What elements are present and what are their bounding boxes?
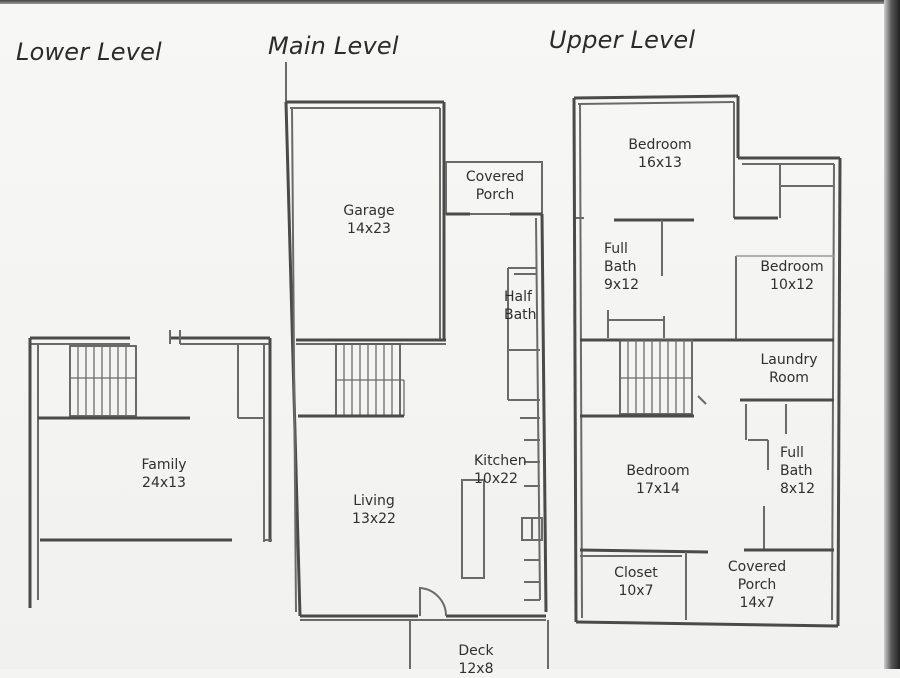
room-garage: Garage 14x23 bbox=[336, 202, 402, 238]
main-stairs bbox=[335, 343, 405, 417]
upper-stairs bbox=[619, 339, 693, 415]
upper-level-plan bbox=[572, 94, 842, 628]
room-closet-name: Closet bbox=[614, 565, 658, 581]
room-kitchen: Kitchen 10x22 bbox=[474, 452, 534, 488]
room-kitchen-dim: 10x22 bbox=[474, 471, 518, 487]
room-living-name: Living bbox=[353, 493, 395, 509]
room-covered-porch-upper-line2: Porch bbox=[737, 577, 777, 593]
room-closet-dim: 10x7 bbox=[618, 583, 654, 599]
room-covered-porch-main-line2: Porch bbox=[475, 187, 515, 203]
room-laundry-line2: Room bbox=[769, 370, 809, 386]
main-level-plan bbox=[284, 62, 549, 669]
room-full-bath-1-line1: Full bbox=[604, 241, 628, 257]
room-garage-dim: 14x23 bbox=[347, 221, 391, 237]
room-half-bath-line2: Bath bbox=[504, 307, 537, 323]
room-full-bath-1-dim: 9x12 bbox=[604, 277, 640, 293]
room-full-bath-2-line1: Full bbox=[780, 445, 804, 461]
main-level-title: Main Level bbox=[268, 32, 399, 60]
room-family: Family 24x13 bbox=[132, 456, 196, 492]
room-family-name: Family bbox=[141, 457, 187, 473]
room-kitchen-name: Kitchen bbox=[474, 453, 527, 469]
room-half-bath-line1: Half bbox=[504, 289, 532, 305]
room-deck-name: Deck bbox=[458, 643, 494, 659]
room-covered-porch-upper-line1: Covered bbox=[727, 559, 787, 575]
room-laundry-line1: Laundry bbox=[760, 352, 818, 368]
room-full-bath-1: Full Bath 9x12 bbox=[604, 240, 648, 294]
paper-top-edge bbox=[0, 0, 900, 4]
paper-right-edge bbox=[884, 0, 900, 669]
lower-level-plan bbox=[28, 330, 272, 608]
room-full-bath-2-line2: Bath bbox=[780, 463, 813, 479]
room-garage-name: Garage bbox=[343, 203, 395, 219]
room-bedroom-1-dim: 16x13 bbox=[638, 155, 682, 171]
room-family-dim: 24x13 bbox=[142, 475, 186, 491]
room-bedroom-3: Bedroom 17x14 bbox=[620, 462, 696, 498]
room-bedroom-2-name: Bedroom bbox=[760, 259, 824, 275]
room-full-bath-2-dim: 8x12 bbox=[780, 481, 816, 497]
room-bedroom-1: Bedroom 16x13 bbox=[620, 136, 700, 172]
room-covered-porch-upper-dim: 14x7 bbox=[739, 595, 775, 611]
room-covered-porch-main-line1: Covered bbox=[465, 169, 525, 185]
room-bedroom-3-name: Bedroom bbox=[626, 463, 690, 479]
room-covered-porch-upper: Covered Porch 14x7 bbox=[722, 558, 792, 612]
lower-stairs bbox=[69, 345, 137, 417]
room-living-dim: 13x22 bbox=[352, 511, 396, 527]
upper-level-title: Upper Level bbox=[549, 26, 696, 54]
room-half-bath: Half Bath bbox=[504, 288, 542, 324]
room-bedroom-2: Bedroom 10x12 bbox=[756, 258, 828, 294]
room-laundry: Laundry Room bbox=[754, 351, 824, 387]
room-full-bath-1-line2: Bath bbox=[604, 259, 637, 275]
lower-level-title: Lower Level bbox=[16, 38, 162, 66]
room-living: Living 13x22 bbox=[342, 492, 406, 528]
room-closet: Closet 10x7 bbox=[604, 564, 668, 600]
room-bedroom-1-name: Bedroom bbox=[628, 137, 692, 153]
room-deck-dim: 12x8 bbox=[458, 661, 494, 677]
room-full-bath-2: Full Bath 8x12 bbox=[780, 444, 824, 498]
room-covered-porch-main: Covered Porch bbox=[456, 168, 534, 204]
room-bedroom-2-dim: 10x12 bbox=[770, 277, 814, 293]
room-bedroom-3-dim: 17x14 bbox=[636, 481, 680, 497]
room-deck: Deck 12x8 bbox=[446, 642, 506, 678]
